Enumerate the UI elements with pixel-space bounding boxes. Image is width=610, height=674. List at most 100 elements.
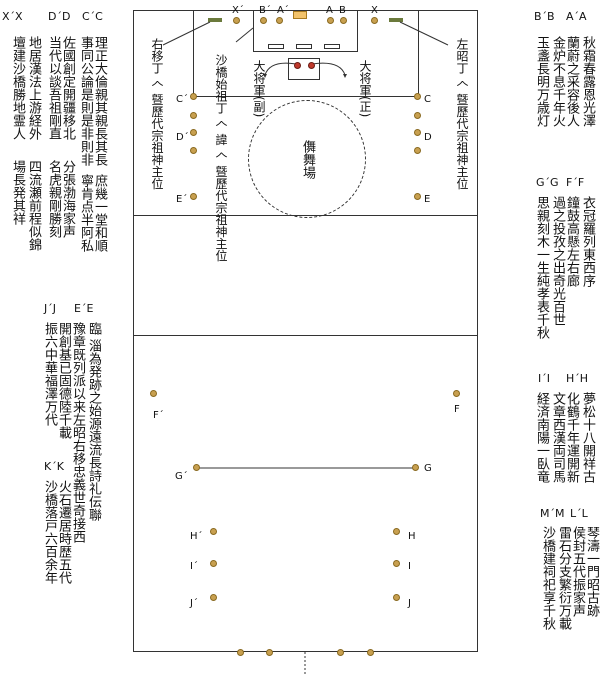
- mark-d-prime: D´: [176, 132, 189, 143]
- dance-area-circle: [248, 100, 366, 218]
- couplet-col: 火石遷居時歴五代: [56, 480, 71, 584]
- couplet-col: 思親刻木一生純孝表千秋: [534, 196, 549, 339]
- right-altar-label: 左昭丁 𠆢 曁歷代宗祖神主位: [455, 38, 469, 190]
- divider-line: [133, 335, 478, 336]
- mark-f-prime: F´: [153, 410, 164, 421]
- mark-e-prime: E´: [176, 194, 188, 205]
- mark-c: C: [424, 94, 431, 105]
- couplet-col: 壇建沙橋勝地霊人: [10, 36, 25, 140]
- general-vice-label: 大将軍(副): [252, 60, 266, 118]
- couplet-col: 地居漢法上游経外: [26, 36, 41, 140]
- seat-i: [393, 560, 400, 567]
- seat-e: [414, 193, 421, 200]
- mark-h-prime: H´: [190, 531, 203, 542]
- seat-d-prime-2: [190, 147, 197, 154]
- mark-d: D: [424, 132, 432, 143]
- couplet-col: 庶幾一堂和順: [92, 174, 107, 252]
- couplet-col: 振六中華福澤万代: [42, 322, 57, 426]
- seat-d-2: [414, 147, 421, 154]
- couplet-col: 経済南陽一臥竜: [534, 392, 549, 483]
- center-altar-label: 沙橋始祖丁 𠆢 諱 𠆢 曁歷代宗祖神主位: [214, 54, 228, 262]
- seat-g-prime: [193, 464, 200, 471]
- altar-tablet: [324, 44, 340, 49]
- seat-h: [393, 528, 400, 535]
- altar-wall-right: [418, 10, 419, 96]
- mark-i-prime: I´: [190, 561, 198, 572]
- couplet-col: 侯封五代振家声: [570, 526, 585, 617]
- couplet-col: 秋霜春露恩光澤: [580, 36, 595, 127]
- couplet-col: 琴濤一門昭古跡: [584, 526, 599, 617]
- seat-c-prime: [190, 93, 197, 100]
- general-vice-seat: [294, 62, 301, 69]
- couplet-col: 鐘鼓高懸左右廊: [564, 196, 579, 287]
- mark-i: I: [408, 561, 411, 572]
- couplet-col: 豫章既列派以来左昭右移忠義世奇接西: [70, 322, 85, 543]
- seat-c: [414, 93, 421, 100]
- altar-tablet: [296, 44, 312, 49]
- mark-e: E: [424, 194, 431, 205]
- altar-front-line: [193, 96, 418, 97]
- mark-c-prime: C´: [176, 94, 188, 105]
- seat-j-prime: [210, 594, 217, 601]
- seat-a-prime: [276, 17, 283, 24]
- couplet-col: 夢松十八開祥古: [580, 392, 595, 483]
- couplet-col: 雷石分支繁衍万載: [556, 526, 571, 630]
- couplet-col: 沙橋建祠祀享千秋: [540, 526, 555, 630]
- altar-wall-left: [193, 10, 194, 96]
- entrance-seat: [367, 649, 374, 656]
- dance-area-label: 儛舞場: [300, 140, 315, 179]
- seat-g: [412, 464, 419, 471]
- mark-x: X: [371, 5, 378, 16]
- couplet-col: 沙橋落戸六百余年: [42, 480, 57, 584]
- general-main-seat: [308, 62, 315, 69]
- seat-a: [327, 17, 334, 24]
- couplet-col: 理正大倫親其親長其長: [92, 36, 107, 166]
- seat-d-prime: [190, 129, 197, 136]
- entrance-seat: [266, 649, 273, 656]
- couplet-label-mm: M´M: [540, 507, 565, 520]
- mark-g-prime: G´: [175, 471, 188, 482]
- seat-c-prime-2: [190, 112, 197, 119]
- couplet-col: 化鶴千年運開新: [564, 392, 579, 483]
- general-table: [288, 58, 320, 80]
- couplet-col: 当代以談吾祖剛直: [46, 36, 61, 140]
- entrance-seat: [237, 649, 244, 656]
- altar-tablet: [268, 44, 284, 49]
- couplet-col: 文章西漢両司馬: [550, 392, 565, 483]
- seat-h-prime: [210, 528, 217, 535]
- seat-b-prime: [260, 17, 267, 24]
- couplet-label-aa: A´A: [566, 10, 587, 23]
- seat-x-prime: [233, 17, 240, 24]
- couplet-label-ii: I´I: [538, 372, 550, 385]
- couplet-col: 金炉不息千年火: [550, 36, 565, 127]
- couplet-col: 名虎親剛勝刻: [46, 160, 61, 238]
- couplet-label-bb: B´B: [534, 10, 555, 23]
- seat-x: [371, 17, 378, 24]
- couplet-col: 事同公論是則是非則非: [78, 36, 93, 166]
- general-main-label: 大将軍(正): [358, 60, 372, 118]
- seat-c-2: [414, 112, 421, 119]
- couplet-col: 衣冠羅列東西序: [580, 196, 595, 287]
- couplet-label-kk: K´K: [44, 460, 64, 473]
- couplet-col: 過之投孜之出奇光百世: [550, 196, 565, 326]
- left-altar-tablet: [208, 18, 222, 22]
- couplet-label-hh: H´H: [566, 372, 589, 385]
- couplet-col: 蘭蔚之采容後人: [564, 36, 579, 127]
- mark-b-prime: B´: [259, 5, 271, 16]
- mark-a: A: [326, 5, 333, 16]
- couplet-label-dd: D´D: [48, 10, 71, 23]
- seat-f: [453, 390, 460, 397]
- seat-i-prime: [210, 560, 217, 567]
- couplet-label-ee: E´E: [74, 302, 94, 315]
- couplet-col: 場長発其祥: [10, 160, 25, 225]
- mark-b: B: [339, 5, 346, 16]
- mark-h: H: [408, 531, 416, 542]
- couplet-label-ff: F´F: [566, 176, 585, 189]
- left-altar-label: 右移丁 𠆢 曁歷代宗祖神主位: [150, 38, 164, 190]
- couplet-col: 分張渤海家声: [60, 160, 75, 238]
- couplet-label-xx: X´X: [2, 10, 23, 23]
- seat-j: [393, 594, 400, 601]
- mark-f: F: [454, 404, 460, 415]
- couplet-col: 臨 淄為発跡之始源遠流長詩礼伝聯: [86, 322, 101, 522]
